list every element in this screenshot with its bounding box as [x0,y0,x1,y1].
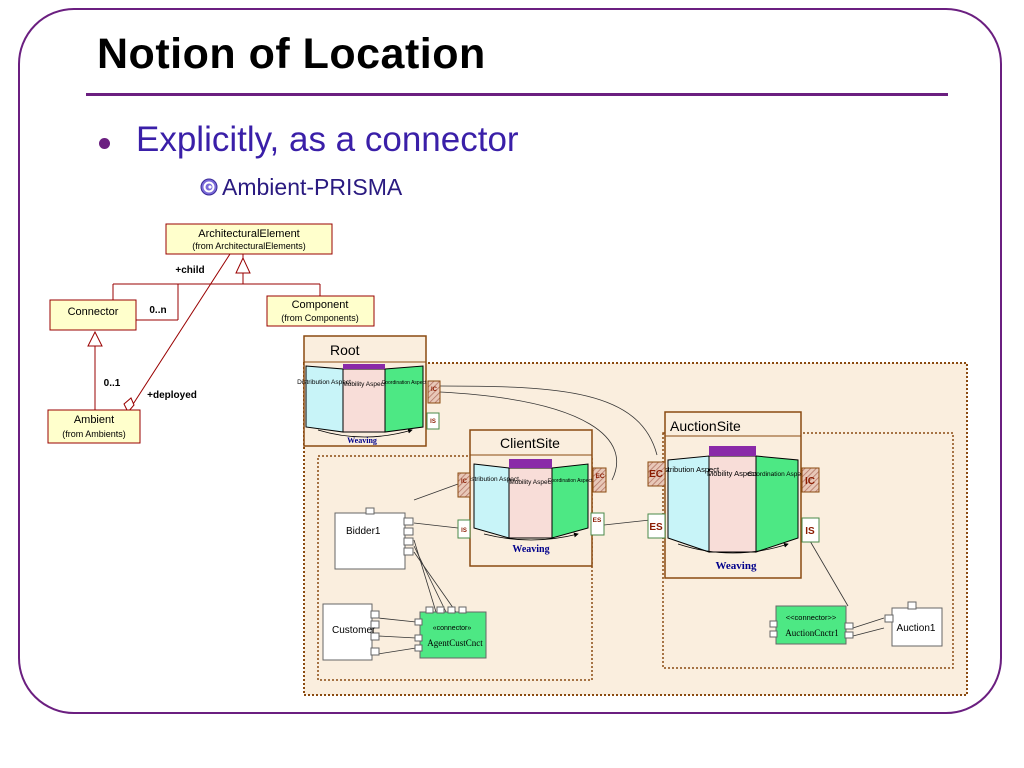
ambient-class [47,409,141,444]
auction-name: Auction1 [897,623,936,634]
client-site-port-ic-label: IC [461,479,468,485]
auction-site-weaving-label: Weaving [716,560,757,572]
root-coordination-aspect: Coordination Aspect [382,380,427,386]
component-class [266,295,375,327]
client-site-port-es-label: ES [593,517,602,524]
auction-site-coordination-aspect: Coordination Aspect [748,471,806,478]
client-site-component: ClientSite Distribution Aspect Mobility … [457,429,607,567]
architectural-element-package: (from ArchitecturalElements) [192,241,306,251]
slide-title: Notion of Location [97,30,486,78]
connector-class [49,299,137,331]
client-site-weaving-label: Weaving [512,544,549,555]
client-site-mobility-aspect: Mobility Aspect [509,479,553,486]
sub-bullet-text: Ambient-PRISMA [222,174,403,200]
auction-site-port-ic-label: IC [805,476,815,487]
bullet-dot-icon [99,138,110,149]
deployed-role-label: +deployed [147,390,197,401]
auction-component: Auction1 [884,601,943,647]
swirl-bullet-icon [200,178,218,196]
client-site-port-es [590,512,605,536]
agent-connector-name: AgentCustCnct [427,638,483,648]
client-site-port-ic [457,472,471,498]
customer-name: Customer [332,625,376,636]
child-role-label: +child [175,265,204,276]
root-port-ic-label: IC [431,387,438,393]
title-divider [86,93,948,96]
root-port-ic [427,380,441,404]
multiplicity-many-label: 0..n [149,305,166,316]
component-class-name: Component [292,299,349,311]
auction-site-title: AuctionSite [670,418,741,434]
client-site-title: ClientSite [500,435,560,451]
connector-class-name: Connector [68,306,119,318]
auction-site-port-is-label: IS [805,526,815,537]
root-port-is [426,412,440,430]
architectural-element-class [165,223,333,255]
root-aspect-prism: Distribution Aspect Mobility Aspect Coor… [297,364,427,445]
bidder-name: Bidder1 [346,526,381,537]
auction-site-aspect-prism: Distribution Aspect Mobility Aspect Coor… [657,446,806,572]
client-site-port-is-label: IS [461,528,467,534]
auction-site-port-ec-label: EC [649,469,663,480]
slide-frame [18,8,1002,714]
auction-site-mobility-aspect: Mobility Aspect [707,469,758,478]
auction-site-port-ic [801,467,820,493]
auction-site-port-is [801,517,820,543]
customer-component: Customer [322,603,380,661]
auction-site-port-es [647,513,666,539]
auction-connector: <<connector>> AuctionCnctr1 [769,605,854,645]
uml-class-diagram: ArchitecturalElement (from Architectural… [47,223,375,444]
agent-connector: «connector» AgentCustCnct [414,606,487,659]
ambient-class-name: Ambient [74,414,114,426]
client-site-port-ec [592,467,607,493]
client-site-port-ec-label: EC [595,473,604,480]
auction-site-port-es-label: ES [649,522,663,533]
client-site-coordination-aspect: Coordination Aspect [548,478,593,484]
auction-site-port-ec [647,461,666,487]
root-mobility-aspect: Mobility Aspect [342,381,386,388]
root-distribution-aspect: Distribution Aspect [297,379,351,386]
bullet-text: Explicitly, as a connector [136,120,519,159]
auction-site-distribution-aspect: Distribution Aspect [657,465,720,474]
component-class-package: (from Components) [281,313,359,323]
root-weaving-label: Weaving [347,436,377,445]
root-title: Root [330,342,360,358]
bidder-component: Bidder1 [334,507,414,570]
multiplicity-one-label: 0..1 [104,378,121,389]
auction-site-component: AuctionSite Distribution Aspect Mobility… [647,411,820,579]
root-component: Root Distribution Aspect Mobility Aspect… [297,335,441,447]
architectural-element-name: ArchitecturalElement [198,228,300,240]
client-site-aspect-prism: Distribution Aspect Mobility Aspect Coor… [465,459,593,555]
ambient-class-package: (from Ambients) [62,429,126,439]
agent-connector-stereotype: «connector» [433,625,472,632]
client-site-port-is [457,519,471,539]
prisma-diagram: Root Distribution Aspect Mobility Aspect… [297,335,968,696]
client-site-distribution-aspect: Distribution Aspect [465,476,519,483]
auction-connector-name: AuctionCnctr1 [785,628,839,638]
auction-connector-stereotype: <<connector>> [786,613,837,622]
root-port-is-label: IS [430,419,436,425]
